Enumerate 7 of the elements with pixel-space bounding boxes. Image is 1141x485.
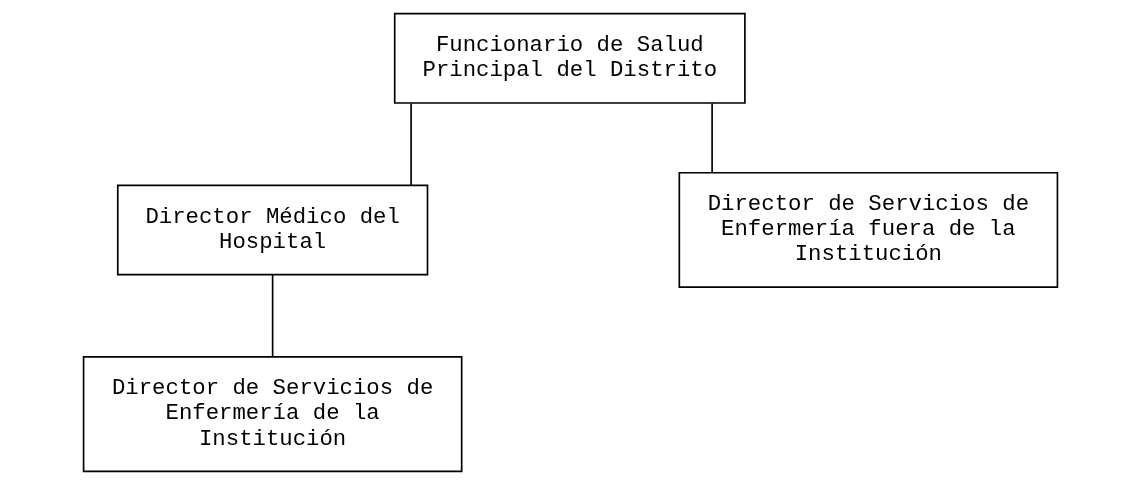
connector (271, 274, 274, 358)
node-box: Director Médico del Hospital (116, 184, 429, 276)
node-box: Funcionario de Salud Principal del Distrito (393, 12, 746, 104)
connector (711, 102, 713, 174)
node-box: Director de Servicios de Enfermería de la Institución (82, 356, 463, 473)
connector (410, 102, 412, 186)
node-box: Director de Servicios de Enfermería fuera de la Institución (678, 171, 1059, 288)
